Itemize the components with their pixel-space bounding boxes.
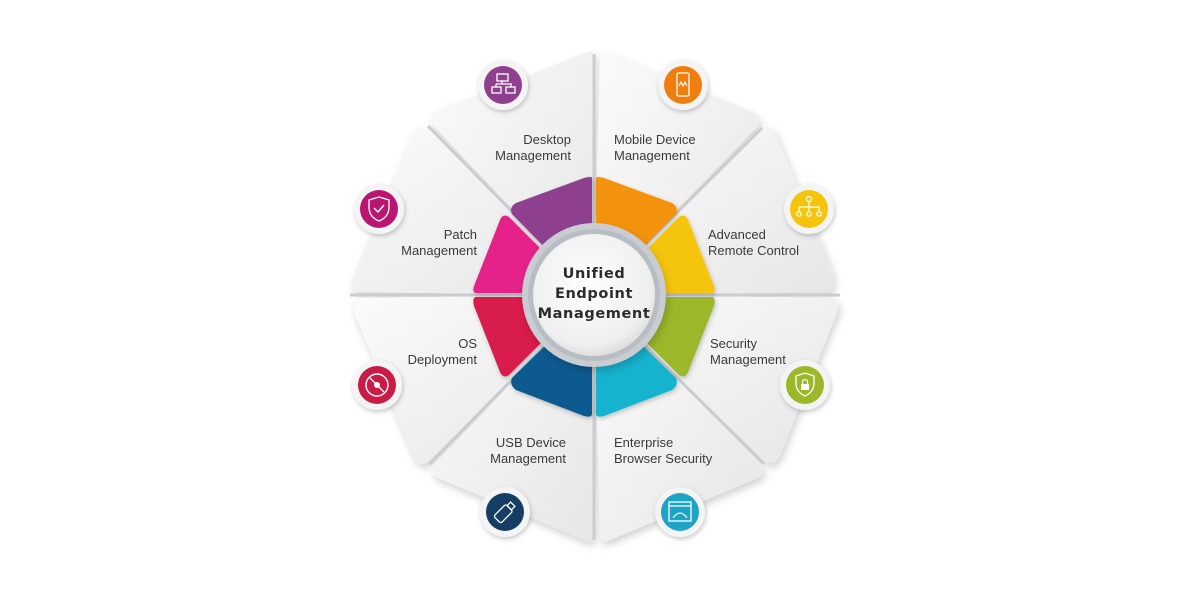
center-title: Unified Endpoint Management: [524, 264, 664, 324]
label-line: Deployment: [407, 352, 477, 367]
label-line: USB Device: [495, 435, 566, 450]
label-patch-management: Patch Management: [401, 227, 477, 259]
label-mobile-device-management: Mobile Device Management: [614, 132, 696, 164]
label-usb-device-management: USB Device Management: [490, 435, 566, 467]
label-line: Management: [614, 148, 690, 163]
center-hub: [522, 223, 666, 367]
label-line: Remote Control: [708, 243, 800, 258]
label-line: Desktop: [523, 132, 571, 147]
label-line: Advanced: [708, 227, 766, 242]
label-security-management: Security Management: [710, 336, 786, 368]
label-line: Security: [710, 336, 757, 351]
label-line: Patch: [443, 227, 477, 242]
shield-lock-icon: [780, 360, 830, 410]
label-desktop-management: Desktop Management: [495, 132, 571, 164]
label-line: Management: [490, 451, 566, 466]
label-line: OS: [458, 336, 477, 351]
center-title-line-2: Endpoint: [555, 286, 633, 302]
label-advanced-remote-control: Advanced Remote Control: [708, 227, 799, 259]
icon-badges: [352, 60, 834, 537]
label-line: Enterprise: [614, 435, 674, 450]
label-line: Mobile Device: [614, 132, 696, 147]
network-computers-icon: [478, 60, 528, 110]
hierarchy-icon: [784, 184, 834, 234]
label-line: Browser Security: [614, 451, 713, 466]
browser-gear-icon: [655, 487, 705, 537]
center-title-line-1: Unified: [562, 266, 626, 282]
shield-check-icon: [354, 184, 404, 234]
label-line: Management: [401, 243, 477, 258]
label-line: Management: [495, 148, 571, 163]
center-title-line-3: Management: [537, 306, 651, 322]
label-enterprise-browser-security: Enterprise Browser Security: [614, 435, 712, 467]
label-line: Management: [710, 352, 786, 367]
disc-icon: [352, 360, 402, 410]
usb-drive-icon: [480, 487, 530, 537]
smartphone-icon: [658, 60, 708, 110]
label-os-deployment: OS Deployment: [408, 336, 477, 368]
